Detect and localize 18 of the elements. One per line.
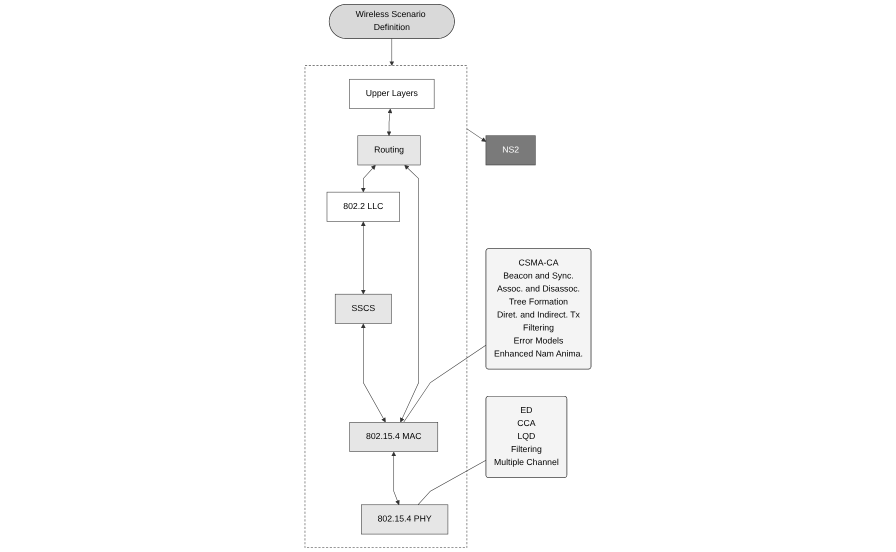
node-box: NS2 <box>486 135 536 166</box>
arrow <box>360 164 376 192</box>
cluster <box>304 65 468 548</box>
node-box: SSCS <box>334 294 392 324</box>
connector <box>403 344 486 423</box>
arrow <box>386 108 392 136</box>
arrow <box>360 221 366 294</box>
node-box: Upper Layers <box>349 78 434 109</box>
node-box: Routing <box>358 135 421 166</box>
arrow <box>466 128 486 142</box>
arrow <box>391 452 400 505</box>
arrow <box>360 324 386 422</box>
node-box: 802.15.4 PHY <box>361 504 448 534</box>
node-box: 802.2 LLC <box>326 192 400 222</box>
arrow <box>400 164 419 422</box>
connector <box>418 460 486 506</box>
node-box: 802.15.4 MAC <box>349 422 438 452</box>
arrow <box>389 38 394 66</box>
